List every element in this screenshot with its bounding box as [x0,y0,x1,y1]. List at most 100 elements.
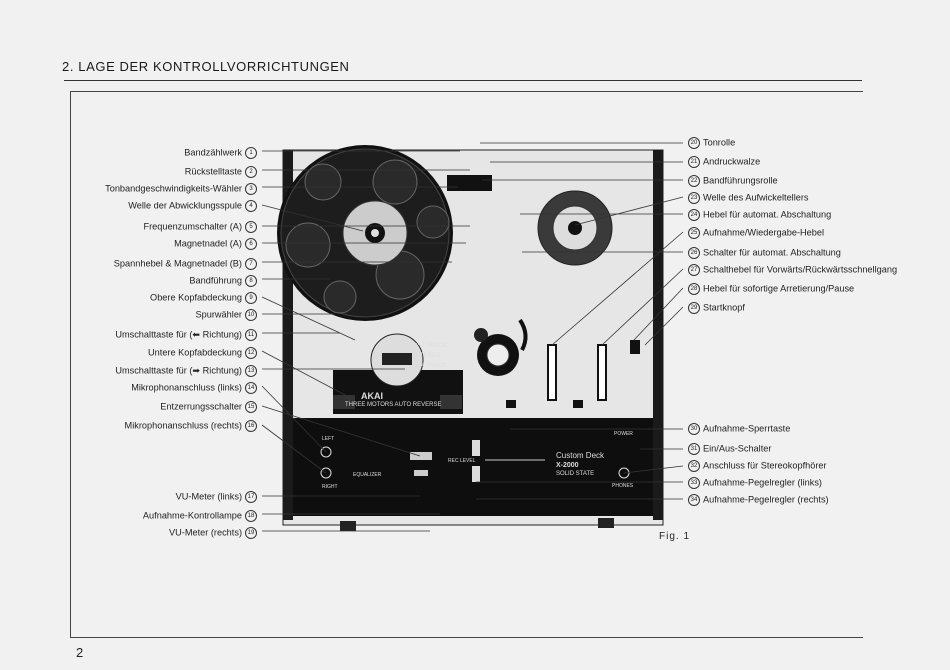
callout-number: 7 [245,258,257,270]
callout-text: Schalter für automat. Abschaltung [703,247,841,258]
callout-number: 27 [688,264,700,276]
callout-number: 33 [688,477,700,489]
callout-number: 10 [245,309,257,321]
callout-number: 18 [245,510,257,522]
callout-number: 34 [688,494,700,506]
callout-number: 17 [245,491,257,503]
device-left: LEFT [322,436,335,442]
device-motors: THREE MOTORS AUTO REVERSE [345,402,442,408]
page-number: 2 [76,645,84,660]
device-model: X-2000 [556,462,579,469]
callout-number: 30 [688,423,700,435]
callout-number: 22 [688,175,700,187]
callout-text: VU-Meter (rechts) [169,527,242,538]
callout-text: Ein/Aus-Schalter [703,443,772,454]
device-brand: AKAI [361,391,383,401]
callout-text: Bandzählwerk [184,147,242,158]
callout-text: Spannhebel & Magnetnadel (B) [113,258,242,269]
callout-text: Spurwähler [195,309,242,320]
callout-number: 21 [688,156,700,168]
callout-label-17: VU-Meter (links)17 [176,491,260,503]
callout-label-13: Umschalttaste für (➡ Richtung)13 [115,365,260,377]
callout-number: 20 [688,137,700,149]
callout-number: 1 [245,147,257,159]
device-solid-state: SOLID STATE [556,471,595,477]
callout-text: Rückstelltaste [184,166,242,177]
callout-number: 19 [245,527,257,539]
callout-number: 25 [688,227,700,239]
callout-text: Bandführungsrolle [703,175,778,186]
callout-number: 28 [688,283,700,295]
callout-label-6: Magnetnadel (A)6 [174,238,260,250]
callout-number: 4 [245,200,257,212]
callout-text: Magnetnadel (A) [174,238,242,249]
callout-text: Anschluss für Stereokopfhörer [703,460,827,471]
callout-text: Welle des Aufwickeltellers [703,192,809,203]
callout-text: Hebel für sofortige Arretierung/Pause [703,283,855,294]
heading-rule [64,80,862,81]
callout-text: Tonbandgeschwindigkeits-Wähler [105,183,242,194]
callout-text: Frequenzumschalter (A) [143,221,242,232]
figure-caption: Fig. 1 [659,531,691,542]
callout-label-16: Mikrophonanschluss (rechts)16 [125,420,260,432]
callout-text: Andruckwalze [703,156,761,167]
callout-number: 16 [245,420,257,432]
callout-number: 11 [245,329,257,341]
callout-number: 9 [245,292,257,304]
callout-number: 5 [245,221,257,233]
callout-text: Welle der Abwicklungsspule [128,200,242,211]
callout-text: Bandführung [189,275,242,286]
callout-text: Obere Kopfabdeckung [150,292,242,303]
callout-text: Aufnahme-Sperrtaste [703,423,791,434]
callout-label-11: Umschalttaste für (⬅ Richtung)11 [115,329,260,341]
callout-number: 29 [688,302,700,314]
callout-number: 24 [688,209,700,221]
device-phones: PHONES [612,483,634,489]
callout-text: Umschalttaste für (⬅ Richtung) [115,329,242,340]
device-power: POWER [614,431,633,437]
callout-label-14: Mikrophonanschluss (links)14 [131,382,260,394]
callout-label-19: VU-Meter (rechts)19 [169,527,260,539]
device-track-4: 1-4 TRACK [416,363,447,369]
callout-text: Aufnahme/Wiedergabe-Hebel [703,227,825,238]
device-stereo: STEREO [416,353,441,359]
callout-text: Aufnahme-Pegelregler (links) [703,477,822,488]
callout-text: Schalthebel für Vorwärts/Rückwärtsschnel… [703,264,898,275]
callout-number: 14 [245,382,257,394]
callout-label-7: Spannhebel & Magnetnadel (B)7 [114,258,260,270]
device-rec-level: REC LEVEL [448,458,476,464]
callout-number: 12 [245,347,257,359]
page-heading: 2. LAGE DER KONTROLLVORRICHTUNGEN [62,59,350,74]
callout-number: 31 [688,443,700,455]
callout-number: 15 [245,401,257,413]
callout-number: 26 [688,247,700,259]
callout-text: Tonrolle [703,137,736,148]
callout-text: Umschalttaste für (➡ Richtung) [115,365,242,376]
callout-number: 2 [245,166,257,178]
callout-text: Aufnahme-Pegelregler (rechts) [703,494,829,505]
device-right: RIGHT [322,484,338,490]
callout-text: Untere Kopfabdeckung [148,347,242,358]
